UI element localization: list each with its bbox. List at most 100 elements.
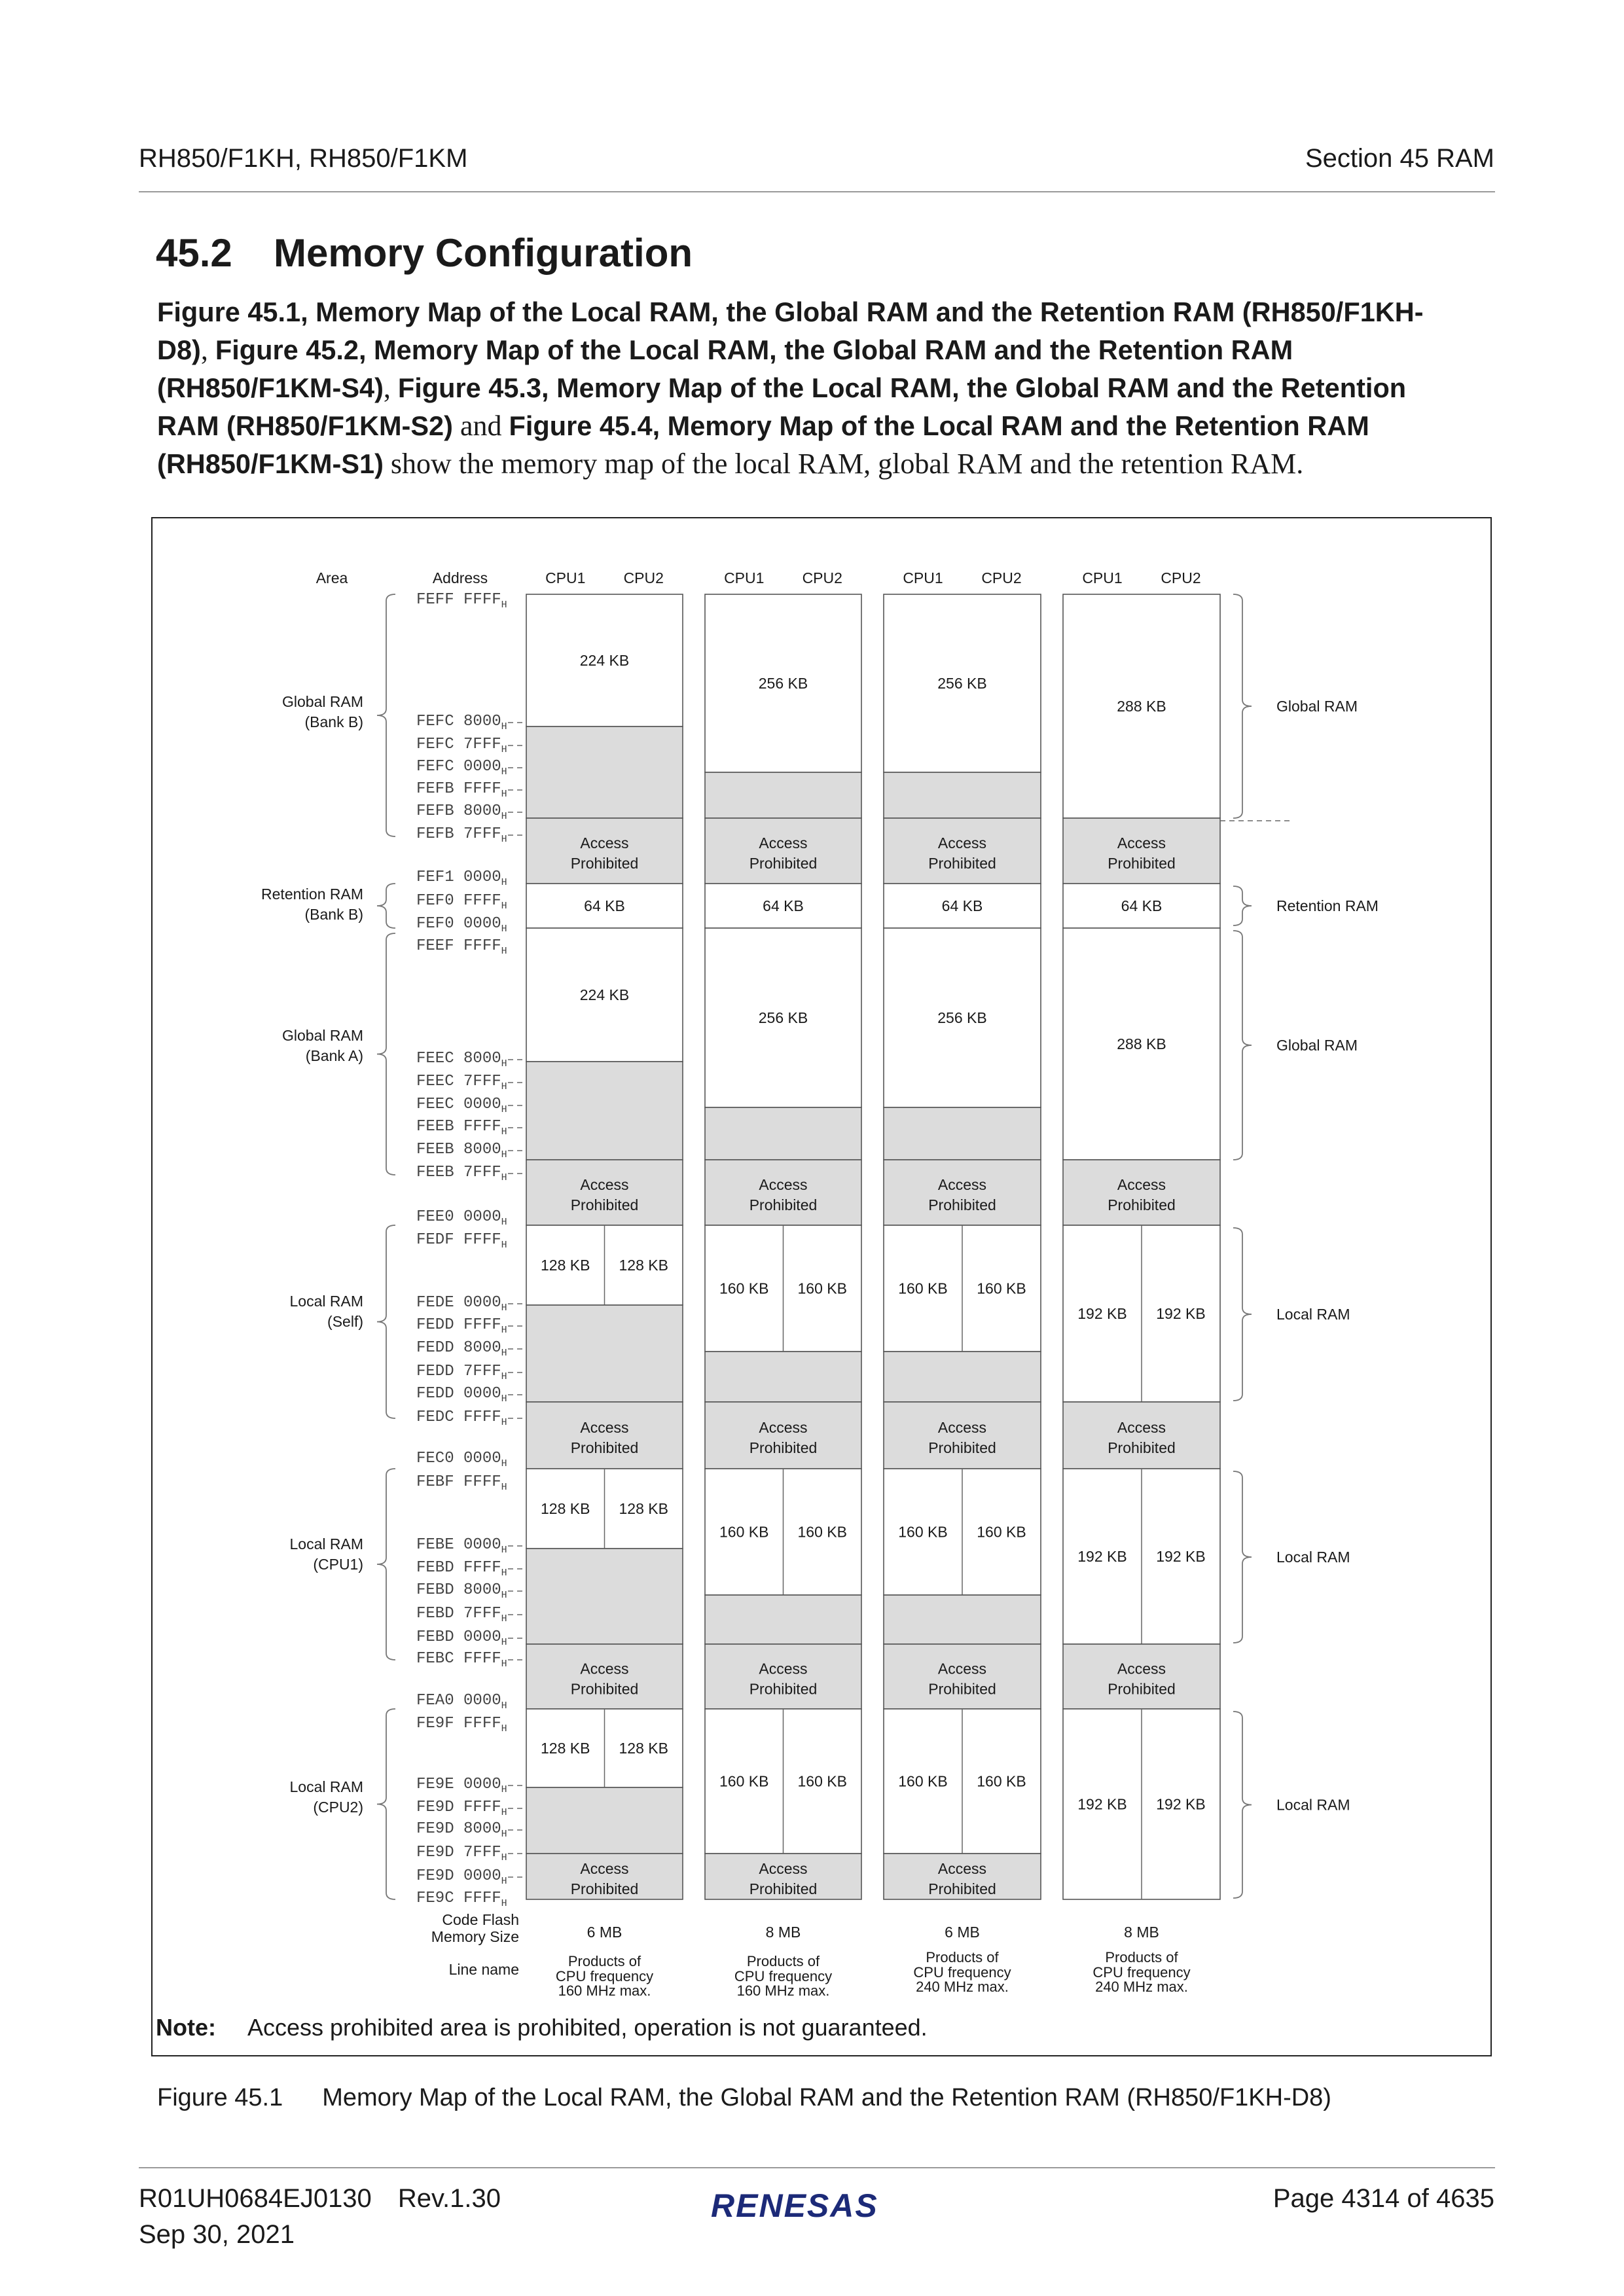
right-label-local-cpu1: Local RAM [1276,1549,1350,1566]
address-label: FEDD FFFFH [416,1316,507,1336]
page-total: 4635 [1436,2184,1494,2213]
section-number: 45.2 [156,231,232,275]
col-header-cpu2: CPU2 [624,569,664,586]
global-ram-bank-b-size: 288 KB [1117,698,1166,715]
revision: Rev.1.30 [397,2184,501,2213]
local-ram-size: 160 KB [898,1773,947,1790]
code-flash-label: Memory Size [431,1928,519,1945]
address-label: FEDD 8000H [416,1339,507,1359]
local-ram-size: 160 KB [977,1280,1026,1297]
access-prohibited-block [1062,1643,1221,1710]
address-label: FEBE 0000H [416,1536,507,1556]
access-prohibited-block [883,1853,1041,1900]
page-number: 4314 [1341,2184,1400,2213]
global-ram-bank-a-size: 256 KB [937,1009,986,1026]
access-prohibited-label: Access [759,1660,807,1677]
address-label: FEC0 0000H [416,1450,507,1469]
link-figure-45-1[interactable]: Figure 45.1, Memory Map of the Local RAM… [157,296,1424,365]
access-prohibited-block [1062,1401,1221,1469]
code-flash-value: 6 MB [587,1924,623,1941]
address-label: FEF1 0000H [416,869,507,888]
right-brace [1233,594,1252,819]
retention-ram [1062,883,1221,929]
code-flash-value: 6 MB [945,1924,980,1941]
access-prohibited-label: Access [759,1860,807,1877]
right-brace [1233,1227,1252,1401]
footer-rule [139,2167,1495,2168]
global-ram-bank-b [526,594,683,727]
address-label: FE9C FFFFH [416,1890,507,1909]
address-label: FE9E 0000H [416,1776,507,1795]
access-prohibited-label: Access [938,1660,986,1677]
access-prohibited-label: Prohibited [571,1439,639,1456]
area-label-sub: (Self) [327,1313,363,1330]
address-label: FEEB FFFFH [416,1118,507,1138]
access-prohibited-label: Access [580,1860,628,1877]
unused-gray-block [883,772,1041,819]
address-label: FEF0 0000H [416,915,507,935]
retention-ram-size: 64 KB [942,897,983,914]
access-prohibited-block [704,817,862,884]
address-label: FEBD 8000H [416,1581,507,1601]
line-name-value: Products of [926,1949,999,1965]
global-ram-bank-b-size: 256 KB [759,675,808,692]
access-prohibited-block [526,1643,683,1710]
unused-gray-block [883,1594,1041,1645]
unused-gray-block [704,1107,862,1160]
global-ram-bank-a [526,927,683,1062]
line-name-value: CPU frequency [1092,1964,1190,1981]
address-label: FEFB 8000H [416,802,507,822]
area-label: Retention RAM [261,886,363,903]
access-prohibited-label: Prohibited [749,1681,818,1698]
unused-gray-block [704,1594,862,1645]
col-header-cpu2: CPU2 [803,569,842,586]
line-name-value: Products of [568,1953,641,1969]
section-title: Memory Configuration [274,231,693,275]
code-flash-value: 8 MB [1124,1924,1159,1941]
access-prohibited-label: Prohibited [928,1439,996,1456]
header-section: Section 45 RAM [1305,144,1494,173]
col-header-cpu1: CPU1 [724,569,764,586]
access-prohibited-label: Prohibited [571,1196,639,1213]
area-brace [376,933,396,1175]
access-prohibited-block [704,1401,862,1469]
unused-gray-block [704,1351,862,1403]
access-prohibited-label: Access [580,1419,628,1436]
intro-paragraph: Figure 45.1, Memory Map of the Local RAM… [157,293,1466,483]
address-label: FEDE 0000H [416,1294,507,1314]
local-ram-size: 192 KB [1156,1305,1205,1322]
link-figure-45-4[interactable]: Figure 45.4, Memory Map of the Local RAM… [157,410,1369,479]
area-label: Local RAM [290,1778,363,1795]
line-name-value: 240 MHz max. [1095,1979,1188,1995]
right-brace [1233,930,1252,1160]
area-label-sub: (Bank A) [306,1047,363,1064]
access-prohibited-label: Prohibited [571,855,639,872]
global-ram-bank-b-size: 256 KB [937,675,986,692]
note: Note:Access prohibited area is prohibite… [156,2014,928,2041]
access-prohibited-label: Access [938,1176,986,1193]
area-label-sub: (Bank B) [305,713,363,730]
address-label: FE9D FFFFH [416,1799,507,1818]
col-header-cpu1: CPU1 [1082,569,1122,586]
intro-sep: and [452,410,509,442]
access-prohibited-label: Prohibited [571,1880,639,1897]
access-prohibited-label: Prohibited [928,1681,996,1698]
access-prohibited-block [704,1853,862,1900]
col-header-cpu1: CPU1 [903,569,943,586]
address-label: FEEF FFFFH [416,937,507,957]
area-label: Global RAM [282,693,363,710]
area-label: Local RAM [290,1293,363,1310]
address-label: FEDC FFFFH [416,1408,507,1428]
access-prohibited-label: Access [580,834,628,852]
link-figure-45-3[interactable]: Figure 45.3, Memory Map of the Local RAM… [157,372,1407,441]
local-ram-size: 160 KB [719,1524,768,1541]
intro-tail: show the memory map of the local RAM, gl… [383,448,1304,480]
code-flash-label: Code Flash [442,1911,519,1928]
address-label: FEFB FFFFH [416,780,507,800]
access-prohibited-label: Access [1117,834,1166,852]
right-brace [1233,886,1252,926]
link-figure-45-2[interactable]: Figure 45.2, Memory Map of the Local RAM… [157,334,1293,403]
access-prohibited-label: Prohibited [571,1681,639,1698]
